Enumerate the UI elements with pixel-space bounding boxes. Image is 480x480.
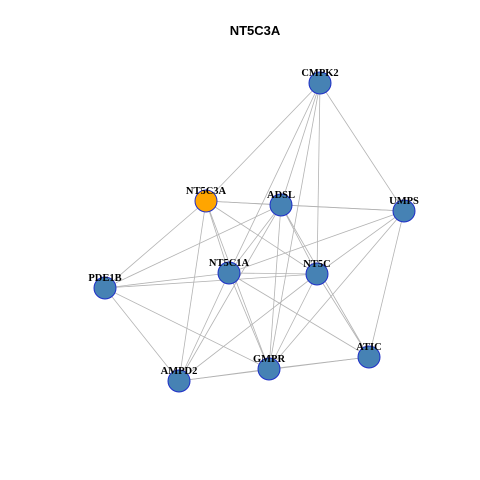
edge-umps-atic bbox=[368, 210, 405, 358]
edge-layer bbox=[104, 82, 405, 382]
edge-nt5c-ampd2 bbox=[178, 273, 318, 382]
node-nt5c[interactable] bbox=[305, 262, 329, 286]
node-label-ampd2: AMPD2 bbox=[161, 366, 198, 377]
node-layer bbox=[93, 71, 416, 393]
node-pde1b[interactable] bbox=[93, 276, 117, 300]
edge-nt5c3a-nt5c1a bbox=[205, 200, 230, 274]
node-nt5c3a[interactable] bbox=[194, 189, 218, 213]
node-label-pde1b: PDE1B bbox=[88, 273, 121, 284]
edge-nt5c-gmpr bbox=[268, 273, 318, 370]
edge-cmpk2-umps bbox=[319, 82, 405, 212]
edge-nt5c-atic bbox=[316, 273, 370, 358]
edge-adsl-umps bbox=[280, 204, 405, 212]
edge-umps-nt5c1a bbox=[228, 210, 405, 274]
node-ampd2[interactable] bbox=[167, 369, 191, 393]
node-label-umps: UMPS bbox=[389, 196, 419, 207]
edge-cmpk2-nt5c bbox=[316, 82, 321, 275]
edge-pde1b-gmpr bbox=[104, 287, 270, 370]
edge-nt5c1a-atic bbox=[228, 272, 370, 358]
edge-pde1b-ampd2 bbox=[104, 287, 180, 382]
edge-nt5c3a-gmpr bbox=[205, 200, 270, 370]
node-label-nt5c3a: NT5C3A bbox=[186, 186, 227, 197]
edge-cmpk2-nt5c1a bbox=[228, 82, 321, 274]
node-label-nt5c: NT5C bbox=[303, 259, 330, 270]
node-gmpr[interactable] bbox=[257, 357, 281, 381]
edge-nt5c1a-pde1b bbox=[104, 272, 230, 289]
node-atic[interactable] bbox=[357, 345, 381, 369]
diagram-title: NT5C3A bbox=[230, 23, 281, 38]
edge-nt5c-pde1b bbox=[104, 273, 318, 289]
node-label-atic: ATIC bbox=[356, 342, 381, 353]
node-adsl[interactable] bbox=[269, 193, 293, 217]
edge-nt5c1a-ampd2 bbox=[178, 272, 230, 382]
node-label-nt5c1a: NT5C1A bbox=[209, 258, 250, 269]
node-nt5c1a[interactable] bbox=[217, 261, 241, 285]
node-umps[interactable] bbox=[392, 199, 416, 223]
edge-cmpk2-nt5c3a bbox=[205, 82, 321, 202]
edge-umps-gmpr bbox=[268, 210, 405, 370]
edge-nt5c1a-nt5c bbox=[228, 272, 318, 275]
edge-adsl-ampd2 bbox=[178, 204, 282, 382]
node-label-adsl: ADSL bbox=[267, 190, 295, 201]
edge-adsl-nt5c bbox=[280, 204, 318, 275]
node-label-cmpk2: CMPK2 bbox=[301, 68, 338, 79]
edge-nt5c3a-pde1b bbox=[104, 200, 207, 289]
edge-adsl-nt5c1a bbox=[228, 204, 282, 274]
edge-umps-nt5c bbox=[316, 210, 405, 275]
edge-nt5c1a-gmpr bbox=[228, 272, 270, 370]
node-cmpk2[interactable] bbox=[308, 71, 332, 95]
edge-adsl-pde1b bbox=[104, 204, 282, 289]
edge-cmpk2-adsl bbox=[280, 82, 321, 206]
edge-nt5c3a-ampd2 bbox=[178, 200, 207, 382]
edge-adsl-gmpr bbox=[268, 204, 282, 370]
edge-cmpk2-gmpr bbox=[268, 82, 321, 370]
edge-nt5c3a-nt5c bbox=[205, 200, 318, 275]
node-label-gmpr: GMPR bbox=[253, 354, 285, 365]
